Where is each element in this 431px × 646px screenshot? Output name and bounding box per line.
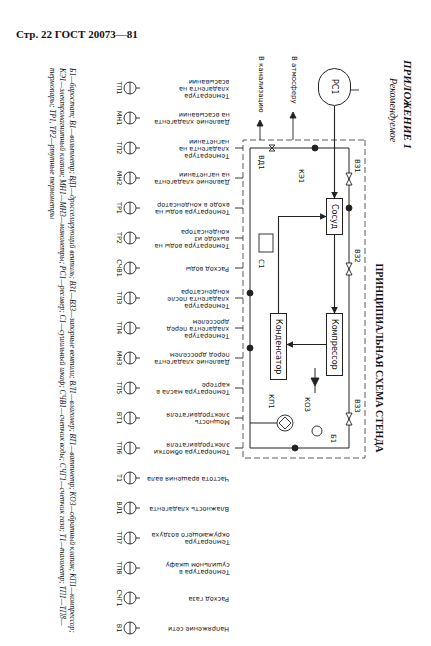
pipe-connector — [279, 217, 327, 314]
measured-parameter: Температура масла в картере — [145, 381, 230, 395]
stand-boundary — [243, 140, 365, 458]
measured-parameter: Давление хладагента перед дросселем — [145, 351, 230, 365]
instrument-code: ТР2 — [115, 218, 123, 258]
instrument-symbols — [124, 82, 243, 634]
outlet-label: В канализацию — [257, 56, 265, 113]
component-code: ВД1 — [257, 154, 265, 171]
measured-parameter: Температура окружающего воздуха — [145, 531, 230, 545]
measured-parameter: Температура хладагента на всасывании — [144, 78, 229, 98]
measured-parameter: Давление хладагента на всасывании — [145, 111, 230, 125]
measured-parameter: Температура обмотки электродвигателя — [145, 441, 230, 455]
instrument-code: ВТ1 — [115, 398, 123, 438]
instrument-code: Т1 — [115, 458, 123, 498]
outlet-label: В атмосферу — [290, 56, 298, 104]
instrument-code: ТП6 — [115, 428, 123, 468]
measured-parameter: Температура воды на входе в конденсатор — [145, 201, 230, 215]
diagram-title: ПРИНЦИПИАЛЬНАЯ СХЕМА СТЕНДА — [374, 248, 385, 468]
instrument-code: СЧГ1 — [115, 578, 123, 618]
equipment-box: Компрессор — [326, 313, 343, 376]
component-code: ВЗ1 — [353, 158, 361, 174]
equipment-symbols — [247, 145, 352, 451]
node-label: Сосуд — [330, 204, 339, 229]
pipe-connector — [287, 344, 326, 345]
measured-parameter: Температура хладагента перед дросселем — [144, 318, 229, 338]
instrument-code: ВЛ1 — [115, 488, 123, 528]
receiver-vessel: РС1 — [318, 68, 351, 106]
component-code: С1 — [257, 258, 265, 269]
component-code: ВЗ3 — [353, 398, 361, 414]
node-label: РС1 — [330, 79, 339, 95]
measured-parameter: Расход газа — [145, 595, 230, 602]
measured-parameter: Расход воды — [145, 265, 230, 272]
measured-parameter: Температура воды на выходе из конденсато… — [144, 228, 229, 248]
instrument-code: В1 — [115, 608, 123, 646]
node-label: Компрессор — [330, 319, 339, 370]
instrument-code: МН3 — [115, 338, 123, 378]
page-header: Стр. 22 ГОСТ 20073—81 — [16, 28, 138, 40]
instrument-code: ТР1 — [115, 188, 123, 228]
pipe-connector — [334, 106, 335, 198]
valve-symbols — [269, 145, 352, 425]
appendix-heading: ПРИЛОЖЕНИЕ 1 — [402, 60, 414, 149]
abbreviation-key: Б1—баростат; В1—вольтметр; ВД1—дросселир… — [48, 68, 77, 638]
equipment-box: Сосуд — [326, 198, 343, 235]
instrument-code: СЧВ1 — [115, 248, 123, 288]
component-code: КЭ1 — [297, 168, 305, 184]
instrument-code: ТП8 — [115, 548, 123, 588]
instrument-code: ТП2 — [115, 128, 123, 168]
component-code: Б1 — [329, 433, 337, 444]
measured-parameter: Температура в сушильном шкафу — [145, 561, 230, 575]
measured-parameter: Температура хладагента на нагнетании — [144, 138, 229, 158]
appendix-note: Рекомендуемое — [388, 78, 399, 142]
measured-parameter: Температура хладагента после конденсатор… — [144, 288, 229, 308]
component-code: КО3 — [303, 396, 311, 413]
pipe-connector — [334, 235, 335, 313]
measured-parameter: Влажность хладагента — [145, 505, 230, 512]
instrument-code: ТП1 — [115, 68, 123, 108]
instrument-code: ТП3 — [115, 278, 123, 318]
measured-parameter: Мощность электродвигателя — [145, 411, 230, 425]
measured-parameter: Напряжение сети — [145, 625, 230, 632]
measured-parameter: Частота вращения вала — [145, 475, 230, 482]
instrument-code: ТП7 — [115, 518, 123, 558]
instrument-code: МН1 — [115, 98, 123, 138]
equipment-box: Конденсатор — [270, 313, 287, 380]
receiver-shape — [319, 69, 351, 106]
measured-parameter: Давление хладагента на нагнетании — [145, 171, 230, 185]
component-code: КП1 — [267, 393, 275, 410]
component-code: ВЗ2 — [353, 248, 361, 264]
node-label: Конденсатор — [274, 319, 283, 374]
instrument-code: МН2 — [115, 158, 123, 198]
instrument-code: ТП4 — [115, 308, 123, 348]
instrument-code: ТП5 — [115, 368, 123, 408]
